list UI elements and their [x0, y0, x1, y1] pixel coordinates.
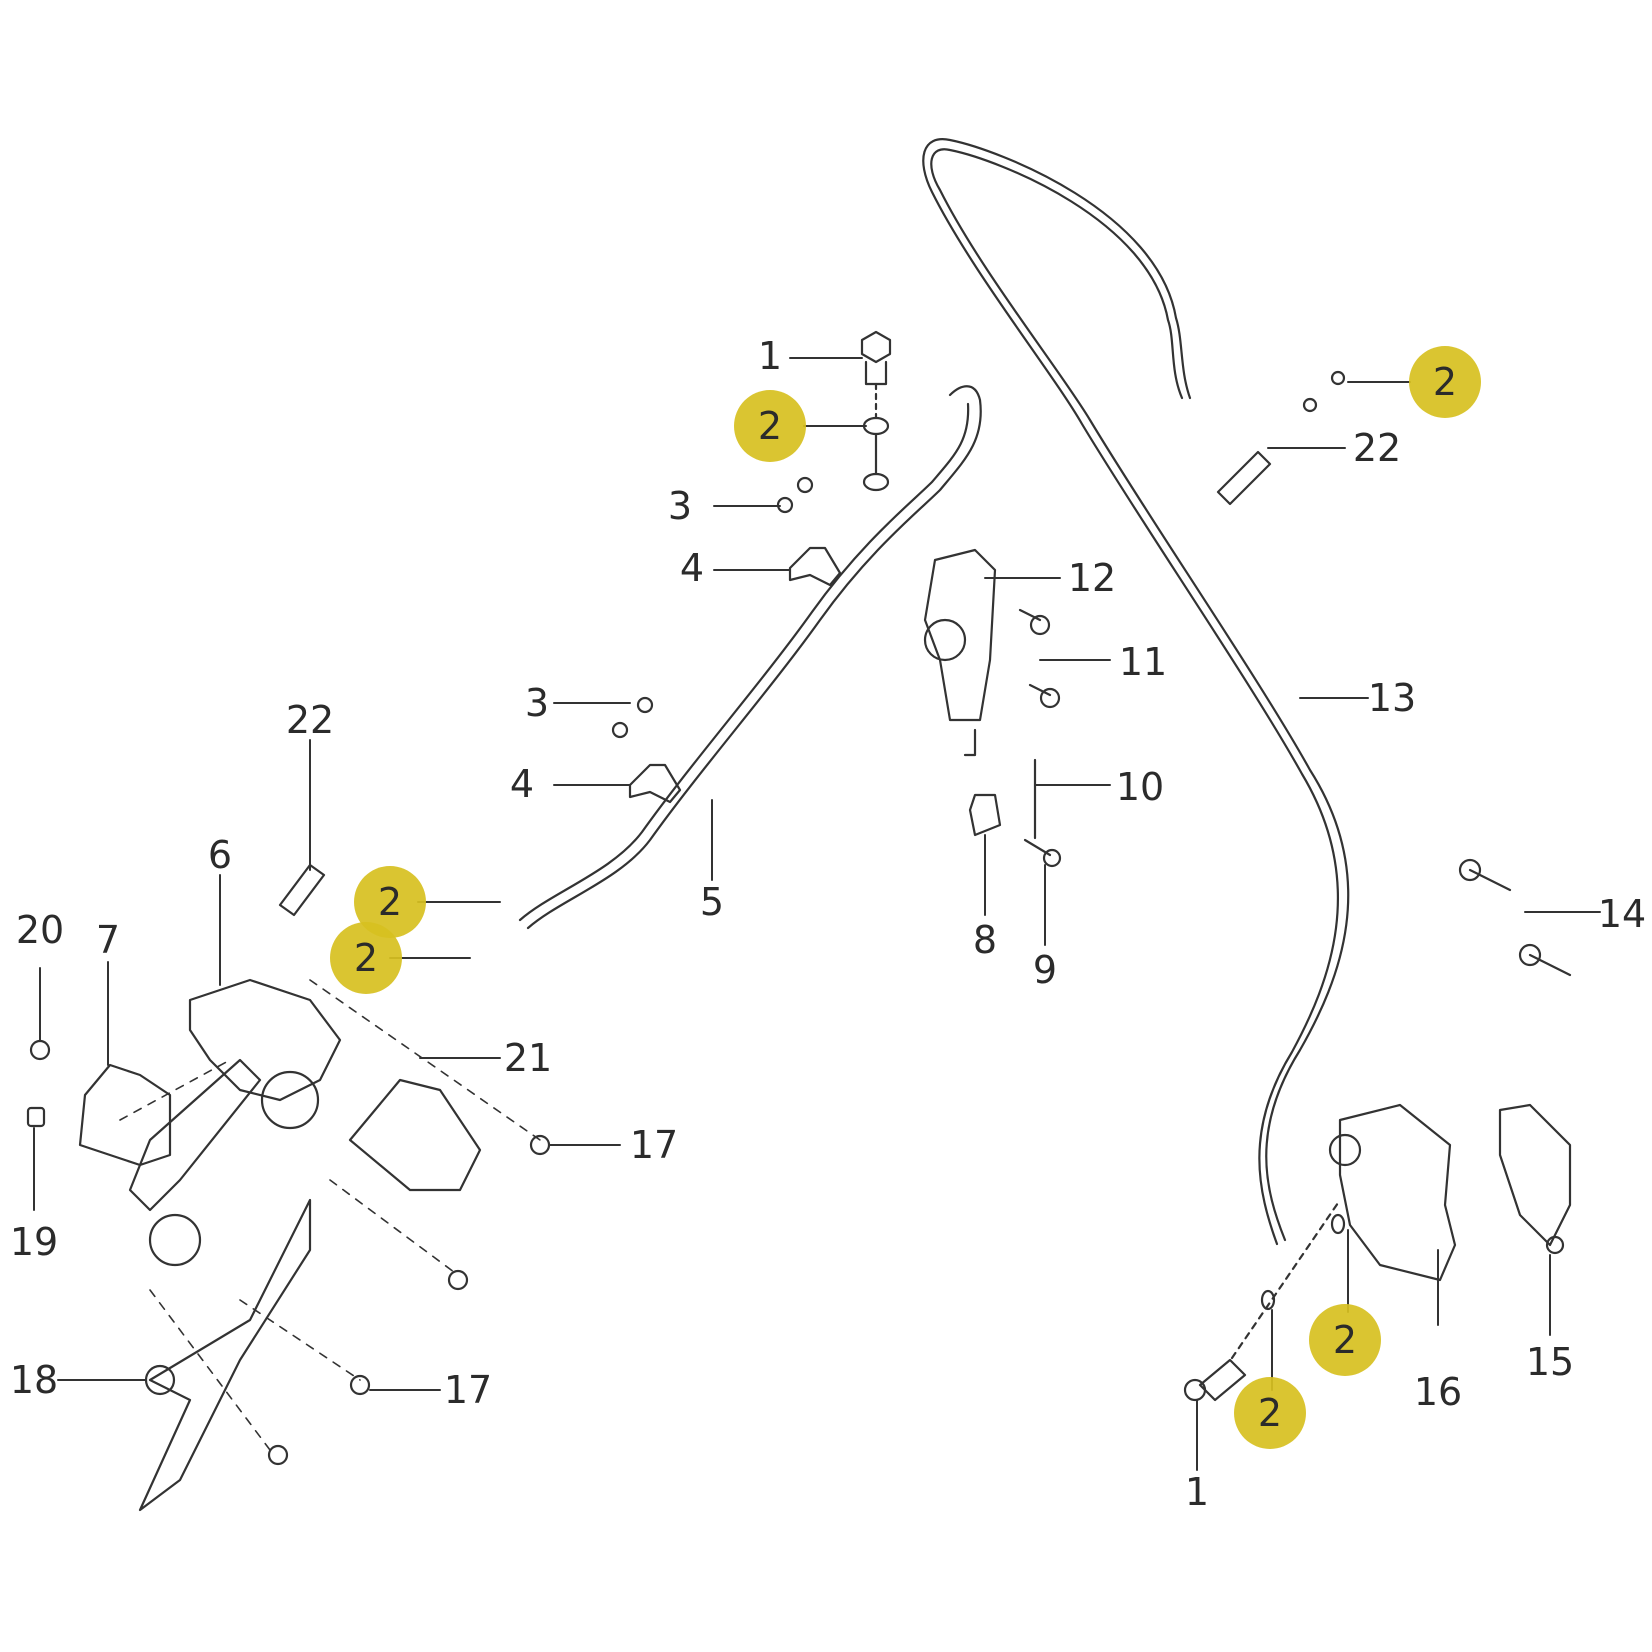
callout-label[interactable]: 19 — [9, 1220, 59, 1264]
hose-clamp-top — [788, 546, 842, 587]
callout-label[interactable]: 22 — [1352, 426, 1402, 470]
chain-guard — [138, 1198, 312, 1512]
callout-label[interactable]: 8 — [972, 918, 998, 962]
mounting-bolts — [1018, 608, 1052, 697]
highlight-marker — [1409, 346, 1481, 418]
callout-label[interactable]: 4 — [509, 762, 535, 806]
banjo-bolt-bottom — [1198, 1358, 1247, 1402]
callout-label-highlighted[interactable]: 2 — [1432, 360, 1458, 404]
callout-label[interactable]: 4 — [679, 546, 705, 590]
callout-label[interactable]: 13 — [1367, 676, 1417, 720]
callout-label[interactable]: 17 — [443, 1368, 493, 1412]
callout-label[interactable]: 20 — [15, 908, 65, 952]
callout-label[interactable]: 14 — [1597, 892, 1647, 936]
callout-label[interactable]: 5 — [699, 880, 725, 924]
master-cylinder — [923, 548, 997, 722]
callout-label[interactable]: 15 — [1525, 1340, 1575, 1384]
bleeder-valve-right — [1216, 450, 1272, 506]
callout-label-highlighted[interactable]: 2 — [353, 936, 379, 980]
highlight-marker — [1234, 1377, 1306, 1449]
highlight-marker — [1309, 1304, 1381, 1376]
callout-label[interactable]: 6 — [207, 833, 233, 877]
bleeder-valve-left — [278, 863, 326, 917]
bolts-14 — [1468, 868, 1572, 977]
caliper-left — [188, 978, 342, 1102]
callout-label-highlighted[interactable]: 2 — [1257, 1391, 1283, 1435]
hose-clamp-lower — [628, 763, 682, 804]
callout-label-highlighted[interactable]: 2 — [757, 404, 783, 448]
torque-arm — [128, 1058, 262, 1212]
callout-label[interactable]: 3 — [524, 681, 550, 725]
brake-pad-right — [1498, 1103, 1572, 1247]
callout-label[interactable]: 12 — [1067, 556, 1117, 600]
callout-label[interactable]: 7 — [95, 918, 121, 962]
callout-label[interactable]: 10 — [1115, 765, 1165, 809]
bracket-21 — [348, 1078, 482, 1192]
callout-label[interactable]: 1 — [1184, 1470, 1210, 1514]
banjo-bolt-top — [860, 330, 892, 386]
callout-label-highlighted[interactable]: 2 — [377, 880, 403, 924]
callout-label[interactable]: 9 — [1032, 948, 1058, 992]
callout-label[interactable]: 18 — [9, 1358, 59, 1402]
highlight-marker — [734, 390, 806, 462]
brake-pad-left — [78, 1063, 172, 1167]
brake-hose-5 — [526, 385, 982, 930]
callout-label[interactable]: 1 — [757, 334, 783, 378]
clevis — [968, 793, 1002, 837]
callout-label[interactable]: 16 — [1413, 1370, 1463, 1414]
brake-hose-13 — [930, 148, 1350, 1242]
caliper-right — [1338, 1103, 1457, 1282]
callout-label-highlighted[interactable]: 2 — [1332, 1318, 1358, 1362]
callout-label[interactable]: 22 — [285, 698, 335, 742]
callout-label[interactable]: 11 — [1118, 640, 1168, 684]
callout-label[interactable]: 17 — [629, 1123, 679, 1167]
callout-label[interactable]: 3 — [667, 484, 693, 528]
highlight-marker — [330, 922, 402, 994]
callout-label[interactable]: 21 — [503, 1036, 553, 1080]
